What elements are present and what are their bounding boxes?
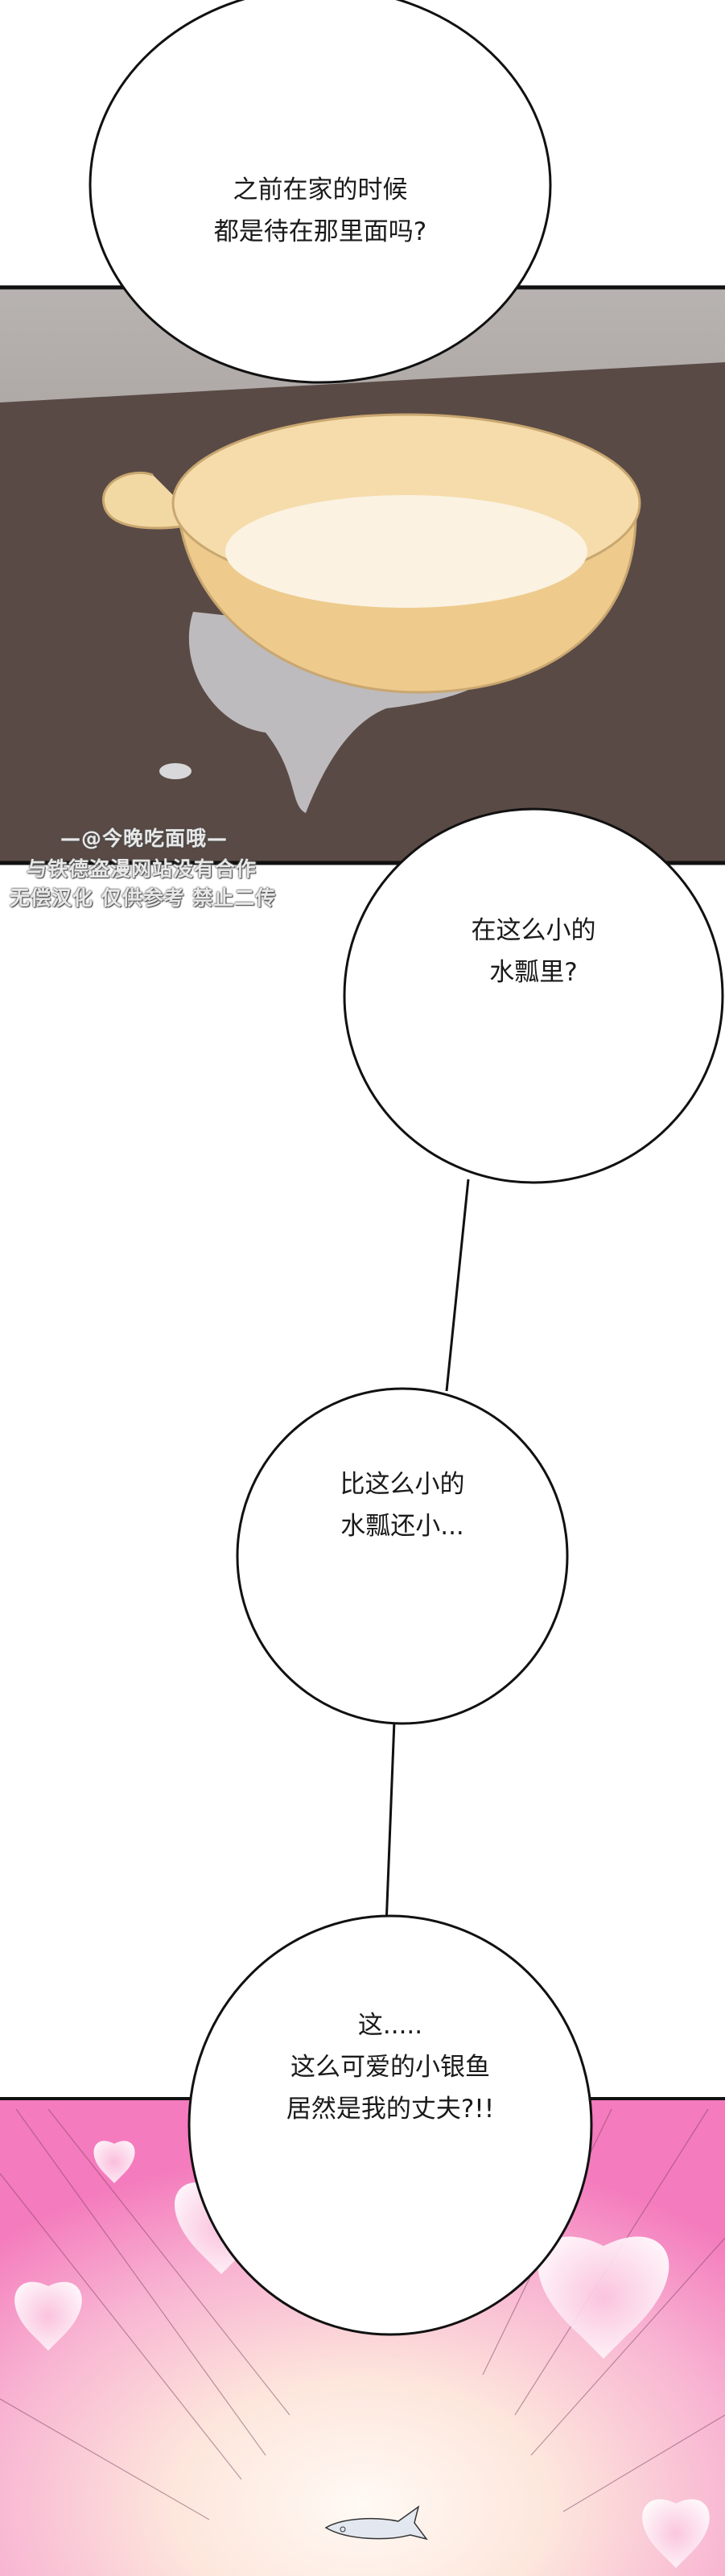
- bubble-1-text: 之前在家的时候 都是待在那里面吗?: [119, 169, 521, 253]
- bubble-line: 居然是我的丈夫?!!: [286, 2095, 495, 2124]
- bubble-line: 都是待在那里面吗?: [213, 217, 427, 246]
- speech-bubble-2: [343, 807, 724, 1184]
- bubble-line: 这.....: [357, 2011, 423, 2040]
- bubble-tail: [445, 1179, 470, 1392]
- bowl-panel: [0, 285, 725, 865]
- silverfish-icon: [324, 2505, 428, 2541]
- speech-bubble-3: [236, 1387, 569, 1725]
- watermark-line-3: 无偿汉化 仅供参考 禁止二传: [10, 886, 277, 910]
- bubble-line: 在这么小的: [471, 916, 596, 945]
- bubble-line: 这么可爱的小银鱼: [290, 2053, 490, 2082]
- bubble-tail: [385, 1720, 396, 1926]
- bubble-2-text: 在这么小的 水瓢里?: [373, 910, 694, 993]
- speech-bubble-1: [89, 0, 552, 384]
- watermark-line-1: —@今晚吃面哦—: [60, 827, 229, 850]
- bubble-line: 水瓢还小...: [340, 1512, 464, 1541]
- bubble-line: 比这么小的: [340, 1470, 465, 1499]
- bubble-line: 水瓢里?: [489, 958, 578, 987]
- watermark-line-2: 与铁德盗漫网站没有合作: [27, 857, 257, 881]
- bubble-3-text: 比这么小的 水瓢还小...: [241, 1463, 563, 1547]
- bubble-line: 之前在家的时候: [233, 175, 408, 204]
- speech-bubble-4: [187, 1914, 593, 2336]
- bubble-4-text: 这..... 这么可爱的小银鱼 居然是我的丈夫?!!: [209, 2004, 571, 2130]
